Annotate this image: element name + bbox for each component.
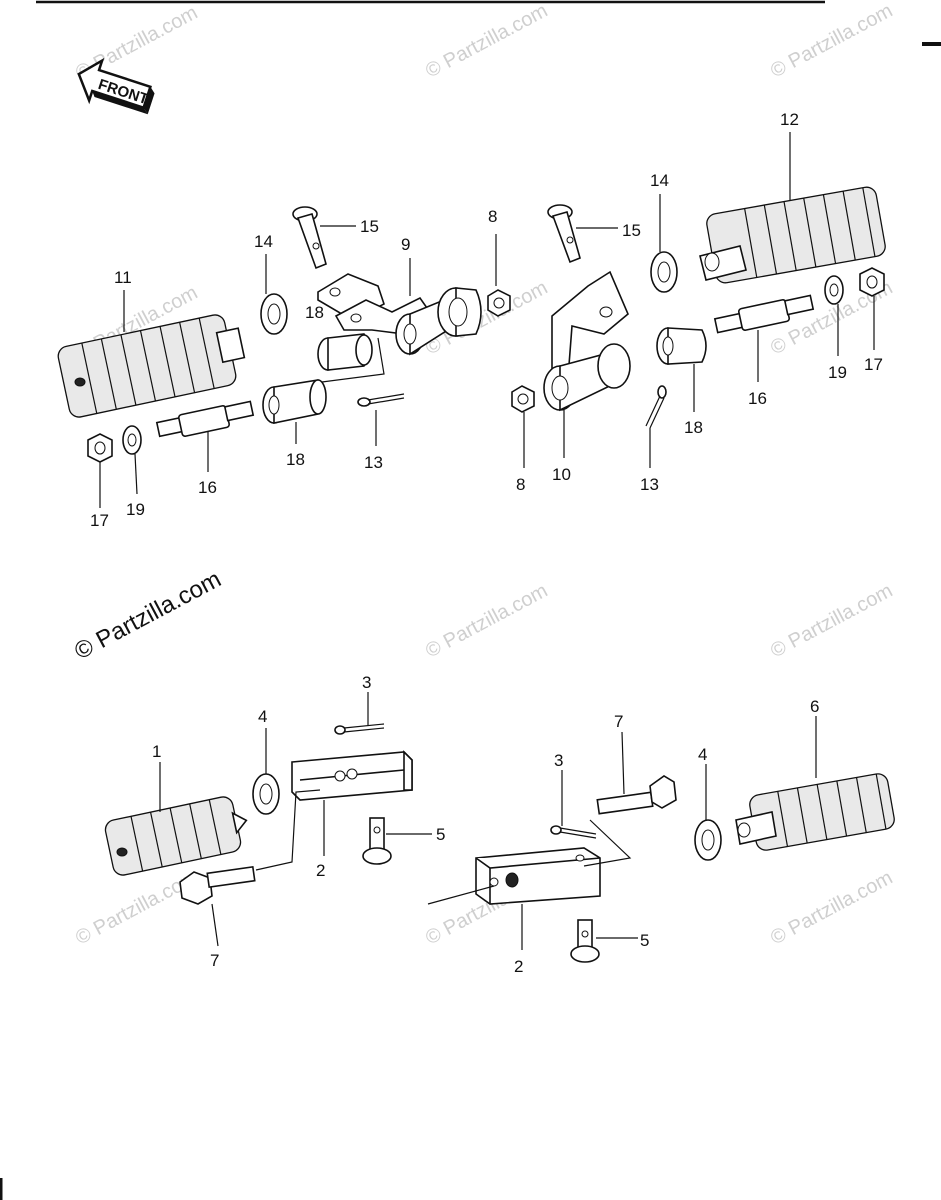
callout-14-left: 14 [254, 232, 273, 251]
watermark-main: © Partzilla.com [70, 566, 225, 666]
assembly-line-bracket-2-right [583, 819, 632, 867]
nut-8-right-hole [517, 393, 529, 405]
callout-18-right: 18 [684, 418, 703, 437]
callout-3-right: 3 [554, 751, 563, 770]
watermark: © Partzilla.com [767, 867, 896, 950]
callout-6: 6 [810, 697, 819, 716]
callout-4-right: 4 [698, 745, 707, 764]
callout-2-right: 2 [514, 957, 523, 976]
pin-5-left [362, 817, 392, 865]
nut-17-right-hole [866, 275, 878, 289]
cotter-13-left [357, 393, 405, 407]
nut-8-left-hole [493, 297, 505, 309]
cotter-3-left [334, 723, 385, 735]
callout-16-right: 16 [748, 389, 767, 408]
shaft-16-left [155, 400, 255, 438]
watermark: © Partzilla.com [422, 580, 551, 663]
leader-7-right [621, 731, 625, 795]
bush-18-left-lower [262, 379, 327, 424]
callout-3-left: 3 [362, 673, 371, 692]
leader-19-left [134, 453, 138, 495]
assembly-line-left [321, 337, 385, 383]
shaft-16-right [713, 294, 815, 334]
callout-19-left: 19 [126, 500, 145, 519]
callout-11: 11 [114, 268, 132, 287]
nut-17-left-hole [94, 441, 106, 455]
callout-17-left: 17 [90, 511, 109, 530]
pin-5-right [570, 919, 600, 963]
bracket-2-left [291, 750, 413, 801]
washer-19-left-hole [127, 433, 137, 447]
cotter-3-right [550, 825, 597, 839]
callout-4-left: 4 [258, 707, 267, 726]
footpeg-rubber-12 [699, 186, 886, 284]
washer-4-right-hole [701, 829, 715, 851]
callout-17-right: 17 [864, 355, 883, 374]
callout-1: 1 [152, 742, 161, 761]
callout-14-right: 14 [650, 171, 669, 190]
callout-15-right: 15 [622, 221, 641, 240]
callout-5-left: 5 [436, 825, 445, 844]
callout-18-left-lower: 18 [286, 450, 305, 469]
leader-7-left [211, 903, 219, 947]
bolt-7-right [596, 775, 677, 815]
callout-18-left-upper: 18 [305, 303, 324, 322]
callout-13-right: 13 [640, 475, 659, 494]
callout-15-left: 15 [360, 217, 379, 236]
callout-12: 12 [780, 110, 799, 129]
bush-18-right [656, 327, 707, 365]
pin-15-left [292, 206, 327, 270]
callout-16-left: 16 [198, 478, 217, 497]
callout-9: 9 [401, 235, 410, 254]
callout-5-right: 5 [640, 931, 649, 950]
assembly-line-bolt-7-left [255, 789, 321, 871]
washer-14-right-hole [657, 261, 671, 283]
bush-18-left-upper [317, 333, 373, 371]
callout-2-left: 2 [316, 861, 325, 880]
footpeg-6 [735, 773, 895, 851]
assembly-line-bolt-right [427, 885, 495, 905]
callout-10: 10 [552, 465, 571, 484]
callout-8-right: 8 [516, 475, 525, 494]
cotter-13-right [645, 385, 667, 429]
bracket-2-right [475, 847, 601, 905]
callout-7-left: 7 [210, 951, 219, 970]
watermark: © Partzilla.com [767, 0, 896, 82]
footpeg-1 [104, 796, 248, 876]
washer-19-right-hole [829, 283, 839, 297]
collar-9-pipes [395, 287, 482, 356]
washer-4-left-hole [259, 783, 273, 805]
watermark: © Partzilla.com [767, 580, 896, 663]
footpeg-rubber-11 [57, 314, 246, 418]
callout-7-right: 7 [614, 712, 623, 731]
bracket-10 [543, 270, 631, 412]
bolt-7-left [179, 865, 256, 905]
pin-15-right [547, 204, 581, 264]
callout-8-left: 8 [488, 207, 497, 226]
callout-13-left: 13 [364, 453, 383, 472]
watermark: © Partzilla.com [422, 0, 551, 82]
callout-19-right: 19 [828, 363, 847, 382]
washer-14-left-hole [267, 303, 281, 325]
watermark: © Partzilla.com [72, 867, 201, 950]
